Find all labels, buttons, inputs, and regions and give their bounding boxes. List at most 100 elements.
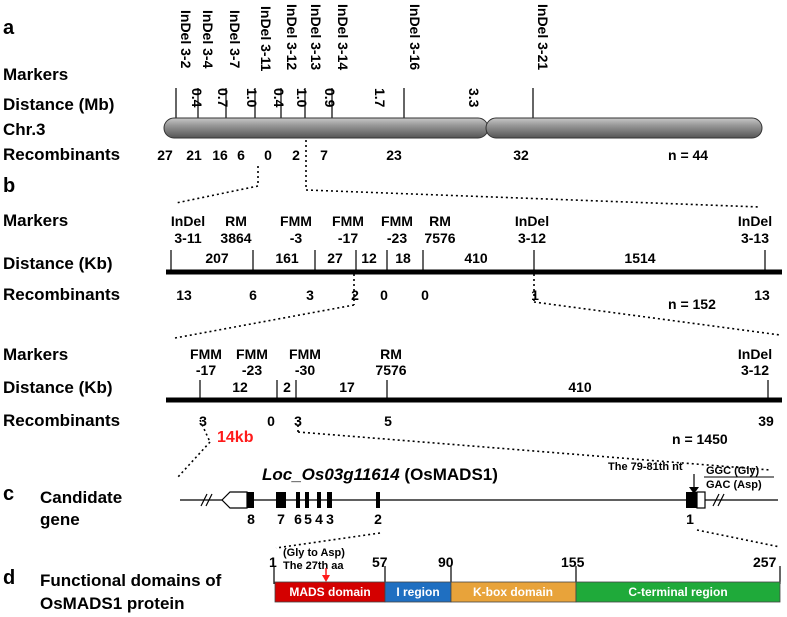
marker-label-line1: InDel	[515, 213, 549, 229]
zoom-lines-b1-b2	[174, 274, 781, 339]
exon-5	[305, 492, 309, 508]
recombinant-value: 6	[237, 147, 245, 163]
exon-4	[317, 492, 321, 508]
protein-domains: MADS domain I region K-box domain C-term…	[274, 581, 781, 603]
protein-label-line1: Functional domains of	[40, 571, 222, 590]
recombinant-value: 1	[531, 287, 539, 303]
recombinant-value: 21	[186, 147, 202, 163]
exon-2	[376, 492, 380, 508]
row-label-distance-kb-b1: Distance (Kb)	[3, 254, 113, 273]
marker-label-line2: -3	[290, 230, 303, 246]
zoom-lines-a-b	[175, 140, 761, 208]
exon-1	[686, 492, 697, 508]
recombinant-value: 7	[320, 147, 328, 163]
mutation-arrow-icon	[689, 487, 699, 494]
population-size-b1: n = 152	[668, 296, 716, 312]
distance-value: 207	[205, 250, 229, 266]
domain-label: C-terminal region	[628, 585, 727, 599]
marker-label-line2: 3-12	[741, 362, 769, 378]
marker-label: InDel 3-21	[535, 4, 551, 70]
recombinant-value: 0	[421, 287, 429, 303]
codon-wildtype: GGC (Gly)	[706, 465, 760, 477]
marker-label-line2: -23	[387, 230, 407, 246]
marker-label: InDel 3-2	[178, 10, 194, 69]
marker-labels-a: InDel 3-2 InDel 3-4 InDel 3-7 InDel 3-11…	[178, 4, 551, 72]
row-label-recombinants-b2: Recombinants	[3, 411, 120, 430]
recombinants-a: 27 21 16 6 0 2 7 23 32	[157, 147, 529, 163]
marker-label-line1: InDel	[171, 213, 205, 229]
mutation-aa-position: The 27th aa	[283, 560, 344, 572]
panel-label-a: a	[3, 17, 15, 39]
panel-label-b: b	[3, 175, 15, 197]
gene-title: Loc_Os03g11614 (OsMADS1)	[262, 465, 498, 484]
candidate-gene-label-line2: gene	[40, 510, 80, 529]
mutation-arrow-icon	[322, 575, 330, 582]
recombinant-value: 32	[513, 147, 529, 163]
distance-value: 1.0	[294, 88, 310, 108]
row-label-markers-b1: Markers	[3, 211, 68, 230]
exon-6	[296, 492, 300, 508]
marker-label-line1: InDel	[738, 213, 772, 229]
marker-labels-b2: FMM -17 FMM -23 FMM -30 RM 7576 InDel 3-…	[190, 346, 772, 378]
marker-label-line2: 3-12	[518, 230, 546, 246]
exon-number: 3	[326, 511, 334, 527]
distance-value: 1.0	[244, 88, 260, 108]
marker-label-line2: 3-11	[174, 230, 201, 246]
position-value: 1	[269, 554, 277, 570]
break-mark-icon	[712, 493, 720, 507]
position-value: 155	[561, 554, 585, 570]
distance-value: 2	[283, 379, 291, 395]
distance-value: 12	[361, 250, 377, 266]
marker-label-line2: 3-13	[741, 230, 769, 246]
exon-8	[247, 492, 254, 508]
marker-label: InDel 3-13	[308, 4, 324, 70]
candidate-gene-label-line1: Candidate	[40, 488, 122, 507]
utr-5prime	[696, 491, 706, 509]
row-label-distance-mb: Distance (Mb)	[3, 95, 114, 114]
distance-value: 0.4	[271, 88, 287, 108]
domain-label: MADS domain	[289, 585, 370, 599]
exon-number: 1	[686, 511, 694, 527]
marker-label-line1: FMM	[381, 213, 413, 229]
recombinant-value: 0	[264, 147, 272, 163]
candidate-region-size: 14kb	[217, 429, 254, 446]
exon-3	[327, 492, 332, 508]
marker-label-line2: -17	[196, 362, 216, 378]
codon-mutant: GAC (Asp)	[706, 479, 762, 491]
marker-label: InDel 3-16	[407, 4, 423, 70]
recombinant-value: 39	[758, 413, 774, 429]
marker-ticks-a	[175, 88, 534, 118]
marker-label-line1: FMM	[280, 213, 312, 229]
distance-value: 161	[275, 250, 299, 266]
recombinants-b1: 13 6 3 2 0 0 1 13	[176, 287, 770, 303]
recombinant-value: 23	[386, 147, 402, 163]
marker-label-line1: FMM	[190, 346, 222, 362]
marker-label-line1: FMM	[236, 346, 268, 362]
break-mark-icon	[200, 493, 208, 507]
panel-label-d: d	[3, 567, 15, 589]
recombinant-value: 16	[212, 147, 228, 163]
marker-label-line1: InDel	[738, 346, 772, 362]
gene-model	[180, 491, 778, 509]
distance-value: 3.3	[466, 88, 482, 108]
recombinant-value: 13	[754, 287, 770, 303]
exon-number: 8	[247, 511, 255, 527]
break-mark-icon	[205, 493, 213, 507]
marker-label-line2: -17	[338, 230, 358, 246]
marker-ticks-b2	[199, 380, 769, 400]
recombinant-value: 5	[384, 413, 392, 429]
marker-label-line1: RM	[380, 346, 402, 362]
gene-id: Loc_Os03g11614	[262, 465, 400, 484]
exon-number: 6	[294, 511, 302, 527]
marker-label: InDel 3-11	[258, 6, 274, 72]
exon-7	[276, 492, 286, 508]
row-label-recombinants-b1: Recombinants	[3, 285, 120, 304]
distance-labels-b1: 207 161 27 12 18 410 1514	[205, 250, 655, 266]
row-label-distance-kb-b2: Distance (Kb)	[3, 378, 113, 397]
exon-numbers: 8 7 6 5 4 3 2 1	[247, 511, 694, 527]
exon-number: 2	[374, 511, 382, 527]
marker-label-line1: FMM	[332, 213, 364, 229]
marker-label: InDel 3-14	[335, 4, 351, 70]
domain-c-terminal	[575, 581, 781, 603]
